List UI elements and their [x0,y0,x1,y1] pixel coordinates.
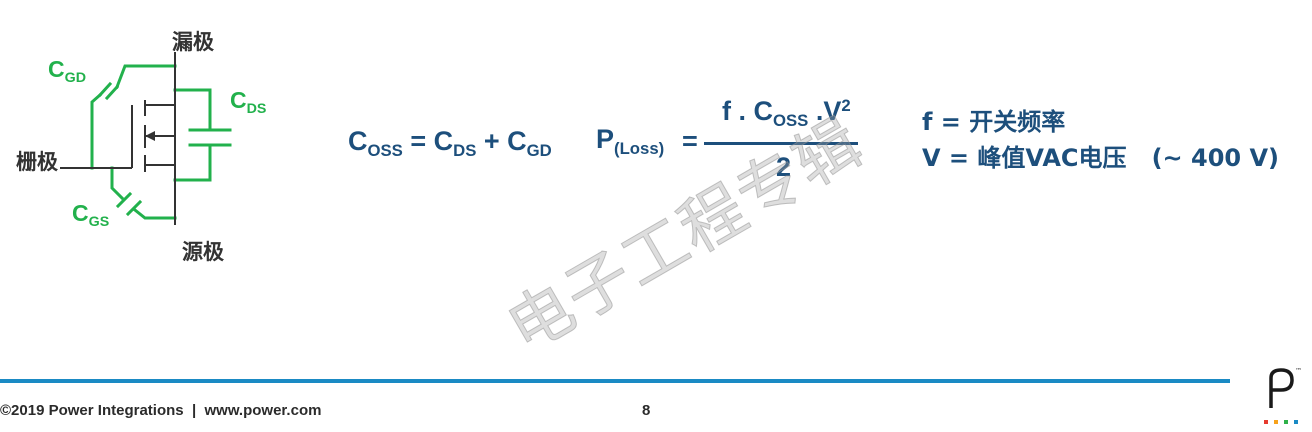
coss-equation: COSS = CDS + CGD [348,126,552,160]
mosfet-symbol [60,52,176,225]
power-integrations-logo: ™ [1264,367,1302,424]
cgs-branch [110,166,177,220]
logo-tm: ™ [1295,367,1302,375]
definition-frequency: f = 开关频率 [922,108,1066,136]
cgd-label: CGD [48,56,86,86]
power-loss-equals: = [682,126,698,156]
definition-voltage: V = 峰值VAC电压 (~ 400 V) [922,144,1280,172]
footer-copyright: ©2019 Power Integrations | www.power.com [0,402,322,419]
cds-label: CDS [230,87,267,117]
drain-label: 漏极 [172,30,214,54]
footer-rule [0,379,1230,383]
cgd-branch [90,64,177,170]
source-label: 源极 [182,240,224,264]
page-number: 8 [642,402,651,419]
mosfet-capacitance-diagram [60,52,232,225]
power-loss-denominator: 2 [776,152,792,182]
cds-branch [173,88,232,182]
power-loss-lhs: P(Loss) [596,124,665,158]
fraction-bar [704,142,858,145]
gate-label: 栅极 [16,150,58,174]
power-loss-numerator: f . COSS .V2 [722,95,851,130]
logo-dots [1264,420,1298,424]
cgs-label: CGS [72,200,110,230]
